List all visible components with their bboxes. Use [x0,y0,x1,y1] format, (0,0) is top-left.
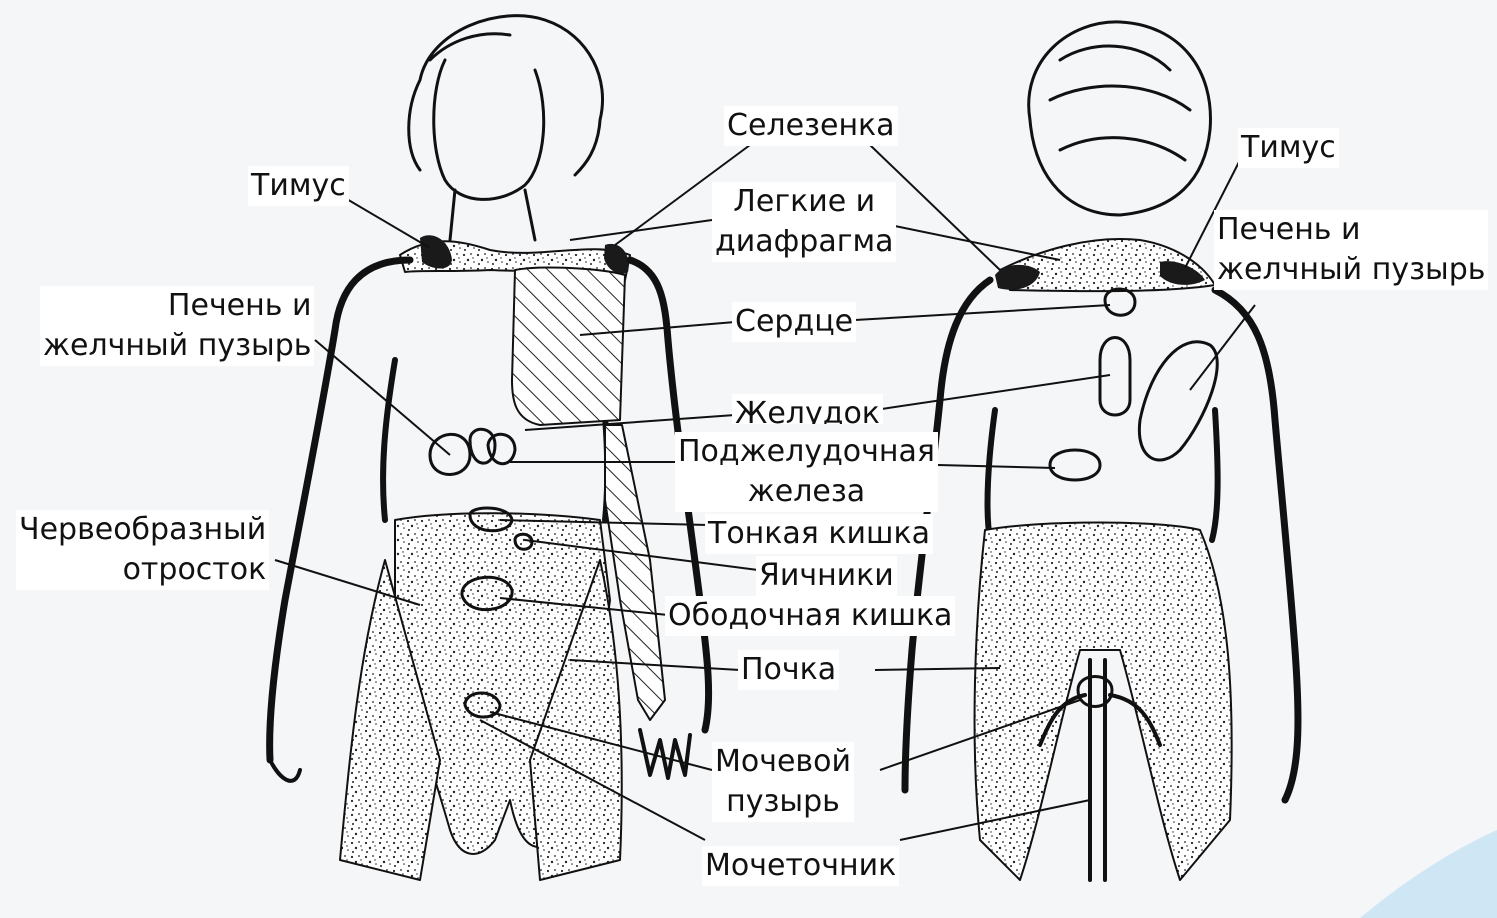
label-liver-left-line1: Печень и [43,286,311,326]
label-lungs-line1: Легкие и [715,182,893,222]
front-hair [409,16,603,175]
label-pancreas: Поджелудочная железа [675,432,938,512]
label-pancreas-line2: железа [678,472,935,512]
label-liver-right-line2: желчный пузырь [1217,250,1485,290]
label-liver-right: Печень и желчный пузырь [1214,210,1488,290]
label-pancreas-line1: Поджелудочная [678,432,935,472]
back-organs [1050,289,1217,480]
front-figure [270,16,709,880]
label-thymus-left: Тимус [248,166,349,206]
leader-lungs-back [890,225,1060,260]
front-face [434,60,544,199]
leader-lungs-front [570,220,712,240]
label-liver-left: Печень и желчный пузырь [40,286,314,366]
leader-stomach-back [875,375,1110,410]
label-appendix-line1: Червеобразный [19,510,266,550]
label-liver-left-line2: желчный пузырь [43,326,311,366]
label-bladder: Мочевой пузырь [712,742,854,822]
leader-heart-back [855,305,1110,320]
label-stomach: Желудок [732,394,883,424]
label-bladder-line2: пузырь [715,782,851,822]
label-lungs: Легкие и диафрагма [712,182,896,262]
label-bladder-line1: Мочевой [715,742,851,782]
label-small-intestine: Тонкая кишка [705,514,933,554]
leader-liver-right [1190,305,1255,390]
corner-accent [1360,830,1497,918]
leader-thymus-left [340,195,430,248]
label-thymus-right: Тимус [1238,128,1339,168]
label-ovaries: Яичники [756,556,897,596]
label-liver-right-line1: Печень и [1217,210,1485,250]
back-head [1029,22,1211,215]
back-torso-sides [988,410,1218,540]
label-heart: Сердце [732,302,856,342]
label-appendix: Червеобразный отросток [16,510,269,590]
front-heart-stomach-zone [512,268,625,425]
label-spleen: Селезенка [724,106,898,146]
label-appendix-line2: отросток [19,550,266,590]
label-ureter: Мочеточник [702,846,899,886]
label-kidney: Почка [738,650,839,690]
label-colon: Ободочная кишка [665,596,955,636]
label-lungs-line2: диафрагма [715,222,893,262]
leader-pancreas-back [938,465,1055,468]
